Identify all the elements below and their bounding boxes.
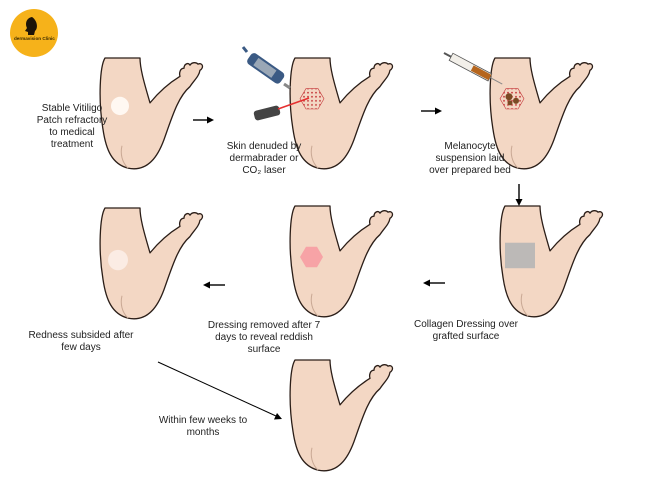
logo-text: dermavision Clinic [14, 36, 55, 41]
arm-illustration-stable-vitiligo [99, 57, 204, 170]
caption-line: Stable Vitiligo [41, 103, 103, 114]
vitiligo-patch [111, 96, 129, 116]
caption-line: Patch refractory [36, 115, 108, 126]
prepared-bed [499, 88, 525, 110]
arm-illustration-redness-subsided [99, 207, 204, 320]
denuded-area [299, 88, 325, 110]
arrow-right-1 [193, 116, 214, 124]
laser-device-icon [253, 97, 310, 121]
caption-line: Redness subsided after [28, 330, 134, 341]
caption-line: Skin denuded by [226, 141, 302, 152]
dermabrader-icon [241, 46, 291, 90]
arrow-down [515, 184, 523, 206]
caption-line: months [186, 427, 220, 438]
laser-beam [277, 97, 310, 110]
arrow-left-1 [423, 279, 445, 287]
arrow-diagonal [157, 361, 282, 420]
caption-line: over prepared bed [429, 165, 511, 176]
faded-patch [108, 249, 128, 271]
caption-line: Melanocyte [444, 141, 496, 152]
caption-line: treatment [50, 139, 94, 150]
caption-line: dermabrader or [229, 153, 299, 164]
caption-line: Dressing removed after 7 [207, 320, 321, 331]
arrow-left-2 [203, 281, 225, 289]
caption-line: few days [61, 342, 101, 353]
caption-line: surface [247, 344, 281, 355]
clinic-logo: dermavision Clinic [10, 9, 58, 57]
arm-illustration-reddish-surface [289, 205, 394, 318]
caption-line: CO₂ laser [242, 165, 286, 176]
caption-line: days to reveal reddish [215, 332, 313, 343]
arm-illustration-collagen-dressing [499, 205, 604, 318]
collagen-dressing [505, 242, 535, 269]
arm-illustration-melanocyte-suspension [489, 57, 594, 170]
caption-line: to medical [49, 127, 95, 138]
caption-line: Within few weeks to [158, 415, 248, 426]
syringe-icon [443, 52, 503, 85]
caption-line: Collagen Dressing over [414, 319, 518, 330]
caption-line: grafted surface [432, 331, 500, 342]
arm-illustration-dermabrasion [289, 57, 394, 170]
caption-line: suspension laid [435, 153, 505, 164]
arrow-right-2 [421, 107, 442, 115]
reddish-patch [300, 246, 323, 268]
arm-illustration-repigmented [289, 359, 394, 472]
face-profile-icon [25, 17, 37, 35]
